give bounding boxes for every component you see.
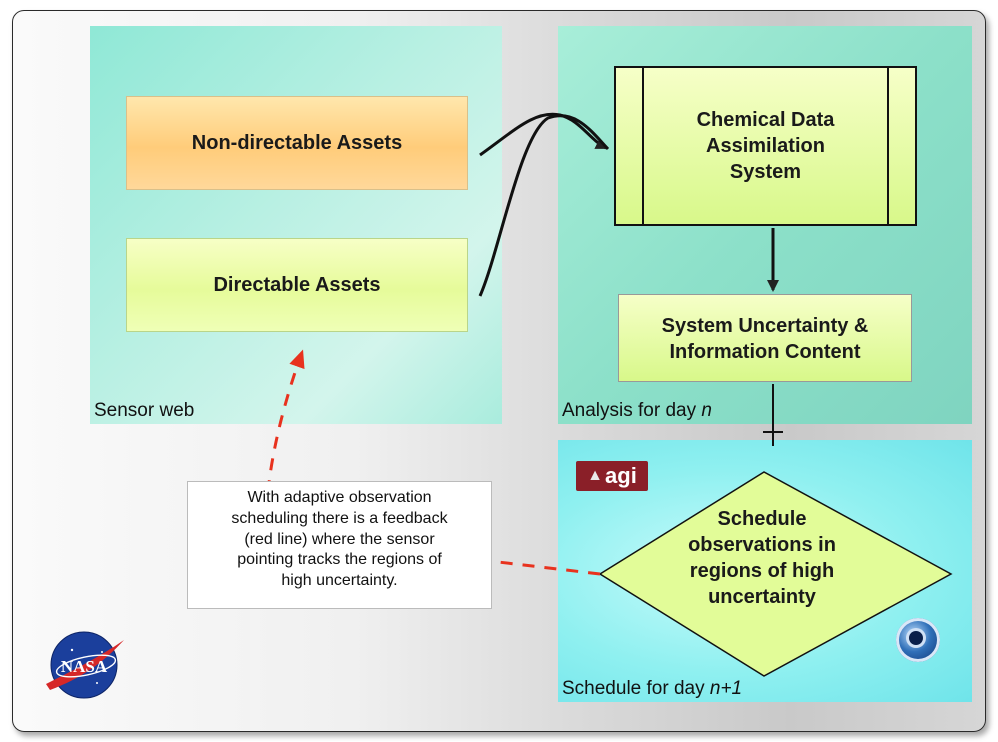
nasa-logo: NASA (46, 631, 124, 699)
schedule-line-4: uncertainty (708, 586, 816, 608)
feedback-line-upper (266, 349, 305, 493)
schedule-diamond (598, 471, 953, 677)
note-line-4: pointing tracks the regions of (237, 551, 442, 569)
schedule-label: Schedule for day n+1 (562, 678, 743, 699)
feedback-note: With adaptive observation scheduling the… (187, 481, 492, 609)
note-line-5: high uncertainty. (281, 572, 398, 590)
process-bar-left (616, 68, 644, 224)
non-directable-assets-box: Non-directable Assets (126, 96, 468, 190)
schedule-line-1: Schedule (717, 508, 807, 530)
directable-assets-box: Directable Assets (126, 238, 468, 332)
sensor-web-label: Sensor web (94, 400, 195, 421)
uncertainty-line-2: Information Content (669, 341, 861, 363)
chemical-data-assimilation-box: Chemical Data Assimilation System (614, 66, 917, 226)
uncertainty-box: System Uncertainty & Information Content (618, 294, 912, 382)
analysis-label: Analysis for day n (562, 400, 712, 421)
cdas-line-3: System (729, 161, 802, 183)
feedback-line-lower (497, 560, 601, 576)
schedule-line-2: observations in (688, 534, 836, 556)
process-bar-right (887, 68, 915, 224)
schedule-observations-text: Schedule observations in regions of high… (655, 506, 869, 610)
nasa-logo-text: NASA (61, 657, 108, 676)
globe-disc-icon (896, 618, 940, 662)
arrow-directable-to-cdas (478, 114, 610, 297)
agi-logo: ▲agi (576, 461, 648, 491)
agi-triangle-icon: ▲ (587, 467, 604, 484)
cdas-line-2: Assimilation (706, 135, 825, 157)
note-line-2: scheduling there is a feedback (231, 509, 448, 527)
schedule-line-3: regions of high (689, 560, 835, 582)
cdas-line-1: Chemical Data (696, 109, 835, 131)
note-line-3: (red line) where the sensor (244, 530, 435, 548)
note-line-1: With adaptive observation (247, 489, 432, 506)
uncertainty-line-1: System Uncertainty & (661, 315, 869, 337)
agi-logo-text: agi (605, 463, 637, 488)
